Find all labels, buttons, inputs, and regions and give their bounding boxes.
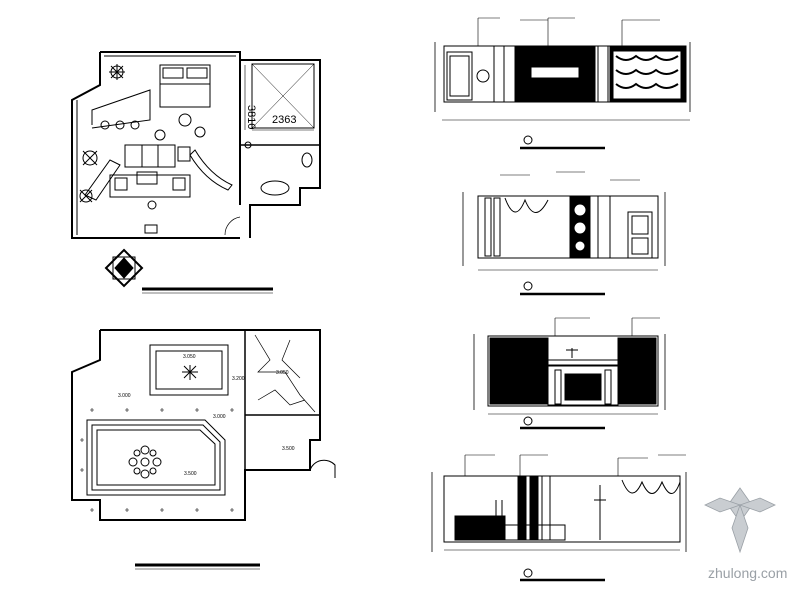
plant-icon: [109, 64, 125, 80]
plan-outer-wall: [71, 52, 240, 239]
plan-dim-horizontal: 2363: [272, 114, 296, 126]
north-arrow-icon: [104, 248, 144, 288]
ceiling-level: 3.050: [183, 354, 196, 360]
wash-basin: [260, 180, 290, 196]
ceiling-level: 3.200: [232, 376, 245, 382]
ceiling-level: 3.500: [184, 471, 197, 477]
watermark-logo-icon: [704, 487, 776, 554]
plant-icon: [79, 189, 93, 203]
ceiling-panel-upper: [149, 344, 229, 396]
ceiling-level: 3.000: [213, 414, 226, 420]
elevation-2-curtain: [504, 197, 549, 213]
elevation-3: [473, 317, 666, 430]
elevation-1: [434, 17, 691, 150]
elevation-4-curtain: [621, 479, 681, 494]
ceiling-leaf-pattern: [254, 334, 316, 413]
ceiling-plan: 3.000 3.050 3.200 3.050 3.000 3.500 3.50…: [71, 329, 336, 570]
plant-icon: [82, 150, 98, 166]
ceiling-level: 3.050: [276, 370, 289, 376]
plan-dim-vertical: 3810: [245, 105, 257, 129]
chandelier-icon: [128, 445, 162, 479]
floor-plan: 3810 2363: [71, 51, 321, 294]
elevation-3-fireplace: [547, 364, 619, 406]
ceiling-door-arc: [309, 459, 336, 478]
ceiling-level: 3.000: [118, 393, 131, 399]
bed: [159, 64, 211, 108]
ceiling-light-icon: [182, 365, 198, 380]
sofa: [124, 144, 176, 168]
watermark-text: zhulong.com: [708, 565, 787, 581]
shower-box: [251, 63, 315, 129]
elevation-4: [431, 454, 687, 582]
ceiling-panel-main: [86, 419, 226, 496]
watermark: zhulong.com: [704, 487, 787, 581]
elevation-2-door: [627, 211, 653, 259]
plan-outer-wall-top: [100, 51, 321, 238]
ceiling-level: 3.500: [282, 446, 295, 452]
elevation-4-sofa: [504, 524, 566, 541]
elevation-2: [462, 171, 666, 296]
rug: [109, 174, 191, 198]
